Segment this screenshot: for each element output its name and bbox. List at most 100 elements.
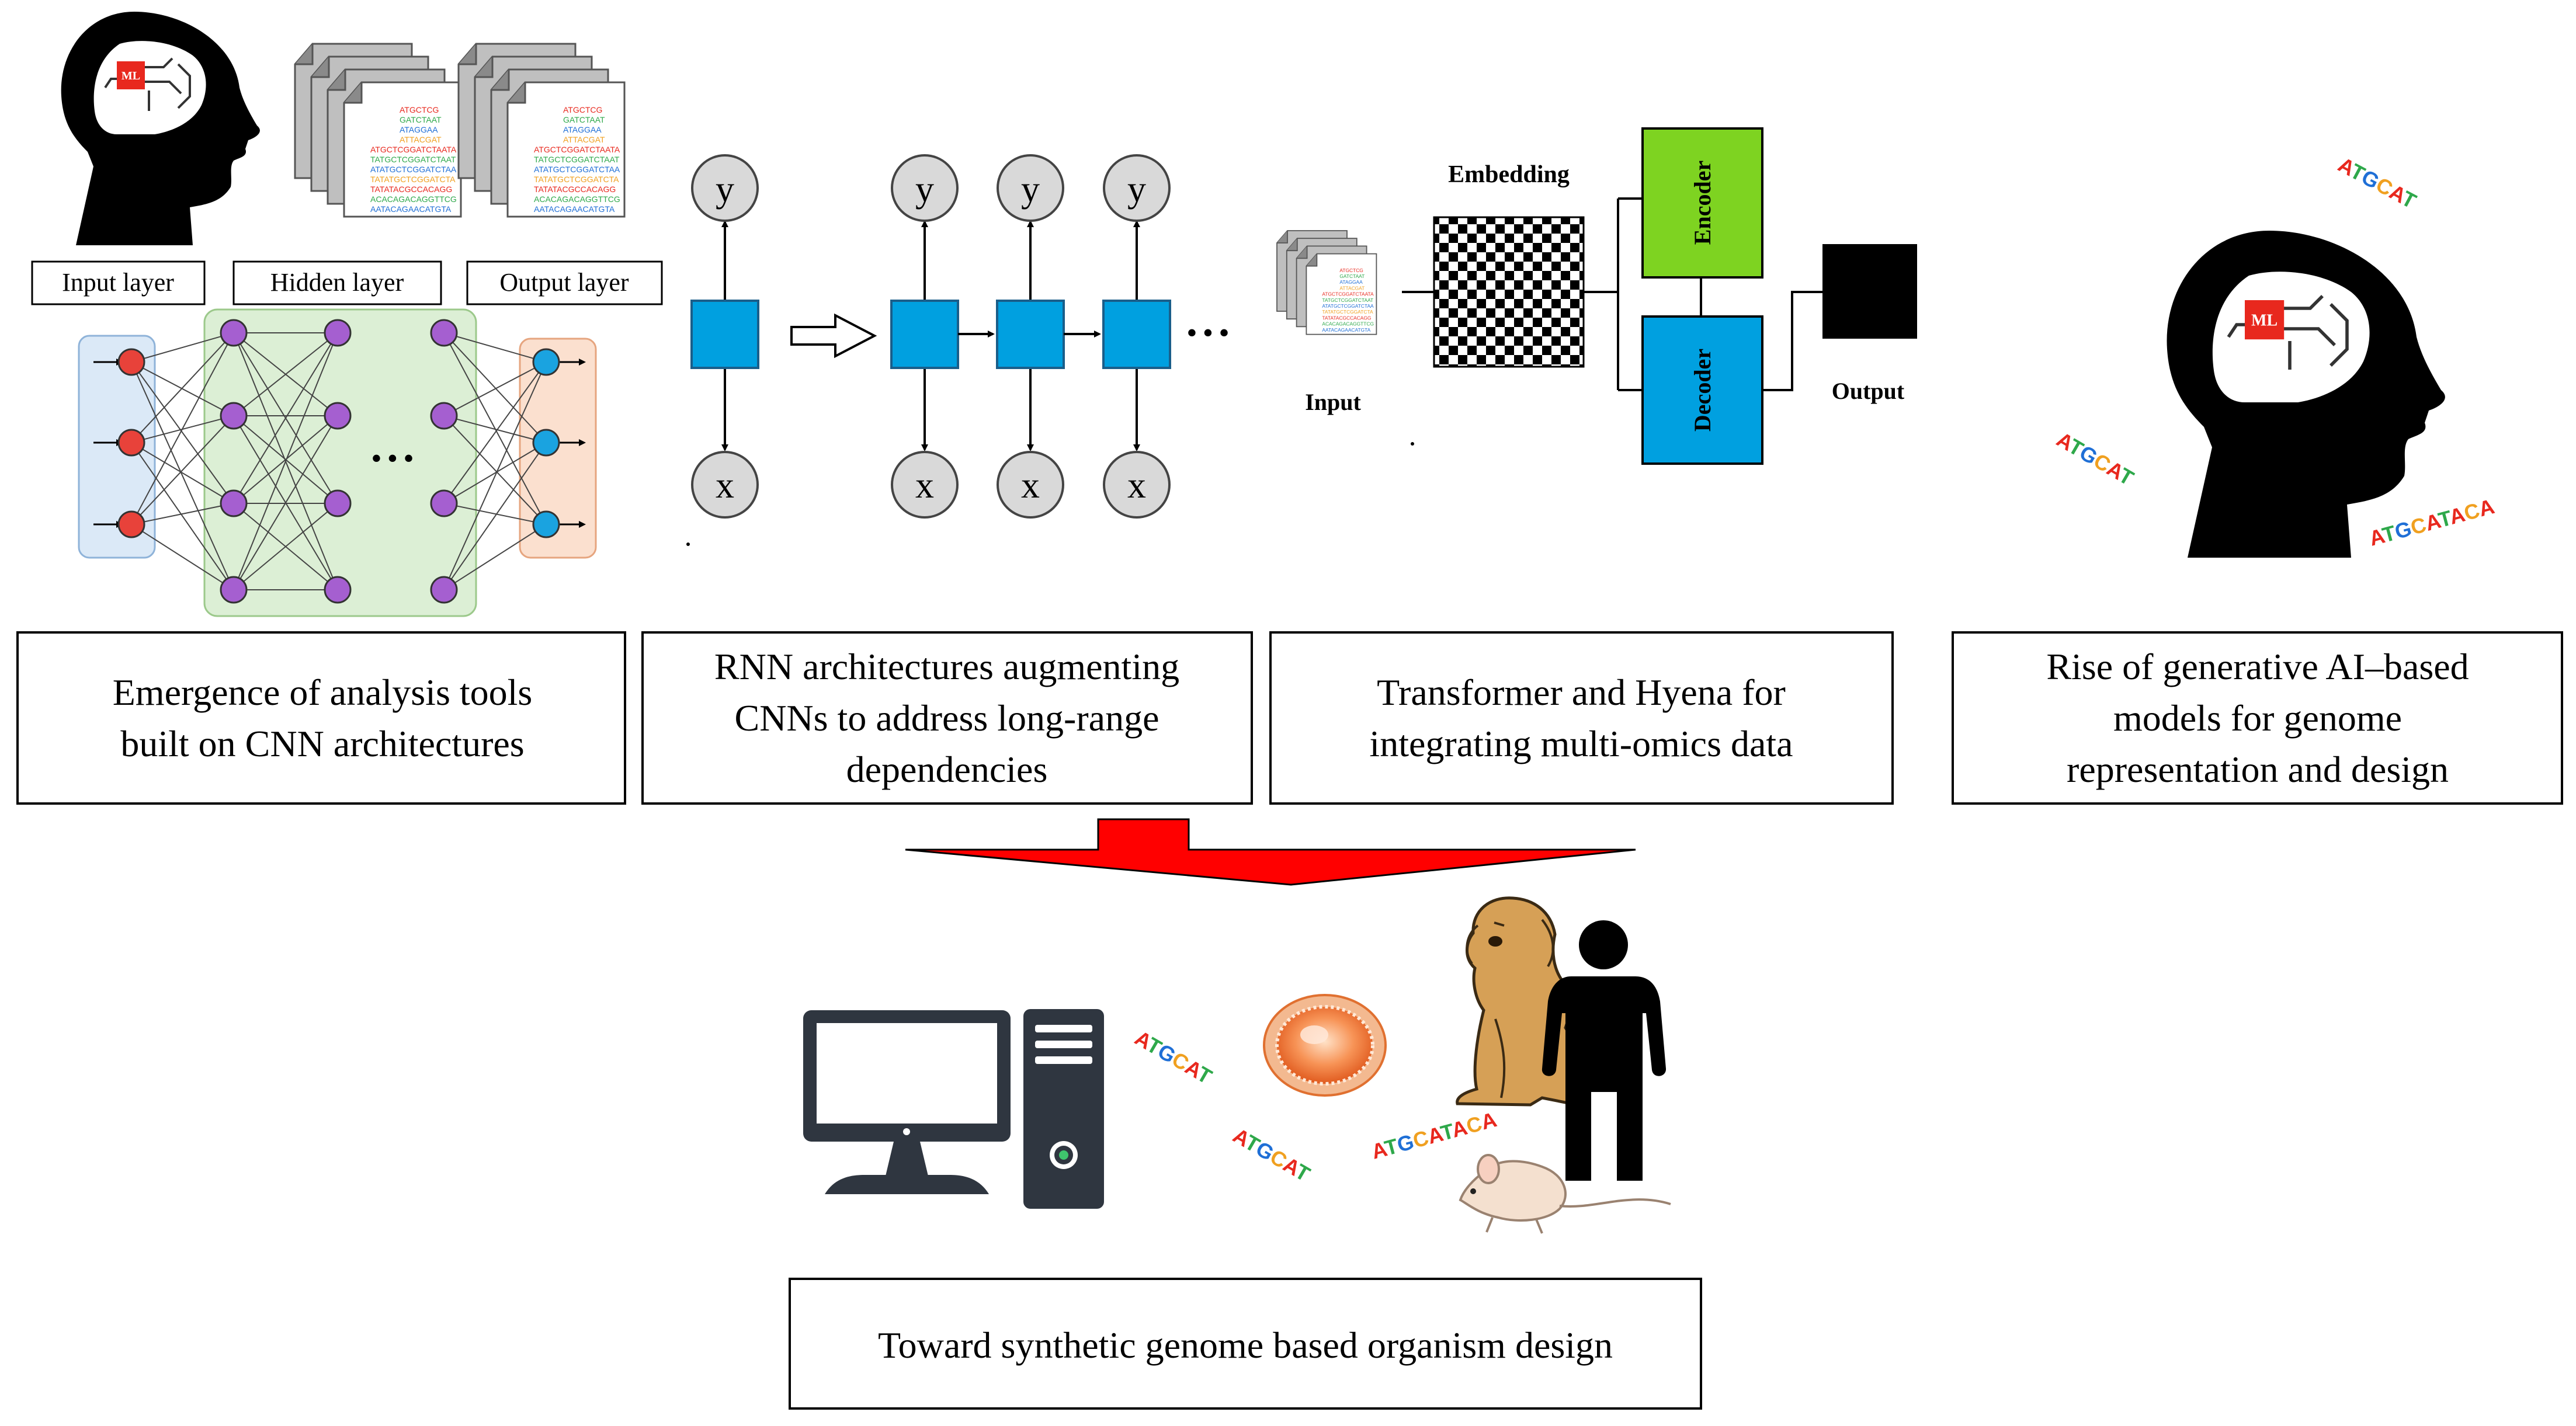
caption-transformer-line-1: Transformer and Hyena for	[1377, 672, 1786, 713]
caption-generative-line-3: representation and design	[2067, 749, 2449, 790]
caption-rnn-line-3: dependencies	[846, 749, 1048, 790]
rnn-input-node	[891, 451, 959, 519]
svg-text:ATGCAT: ATGCAT	[2334, 152, 2420, 213]
dna-sequence-label: ATGCAT	[1229, 1123, 1314, 1186]
sequence-line: ATTACGAT	[400, 135, 442, 144]
network-node	[220, 576, 248, 604]
network-node	[220, 489, 248, 517]
embedding-label: Embedding	[1448, 161, 1570, 188]
caption-cnn: Emergence of analysis tools built on CNN…	[16, 631, 626, 805]
caption-transformer-line-2: integrating multi-omics data	[1369, 723, 1793, 764]
caption-generative-line-1: Rise of generative AI–based	[2046, 646, 2469, 687]
sequence-line: ACACAGACAGGTTCG	[370, 194, 457, 204]
rnn-input-label: x	[1021, 464, 1040, 506]
rnn-output-label: y	[915, 168, 934, 210]
network-connections	[93, 332, 586, 590]
caption-bottom-text: Toward synthetic genome based organism d…	[878, 1324, 1613, 1366]
cell-icon	[1263, 994, 1387, 1097]
network-node	[430, 576, 458, 604]
rnn-cell	[996, 300, 1065, 369]
human-icon	[1542, 920, 1667, 1181]
hidden-layer-label-box	[232, 260, 442, 305]
caption-transformer: Transformer and Hyena for integrating mu…	[1269, 631, 1894, 805]
svg-text:ATGCATACA: ATGCATACA	[2366, 494, 2497, 551]
input-layer-panel	[78, 335, 156, 559]
rnn-output-node	[997, 154, 1064, 222]
sequence-line: ATGCTCG	[400, 105, 439, 114]
sequence-line: TATATACGCCACAGG	[370, 185, 452, 194]
network-node	[220, 402, 248, 430]
sequence-line: TATATACGCCACAGG	[1322, 315, 1371, 321]
rnn-cell	[1102, 300, 1171, 369]
dna-sequence-label: ATGCATACA	[2366, 494, 2497, 551]
rnn-input-node	[997, 451, 1064, 519]
sequence-line: GATCTAAT	[1339, 273, 1365, 279]
convergence-arrow	[905, 818, 1636, 886]
sequence-line: TATGCTCGGATCTAAT	[534, 155, 620, 164]
network-node	[117, 510, 145, 538]
caption-rnn-line-1: RNN architectures augmenting	[714, 646, 1179, 687]
sequence-line: ATAGGAA	[400, 125, 438, 134]
input-sequence-icon: ATGCTCGGATCTAATATAGGAAATTACGATATGCTCGGAT…	[1276, 230, 1377, 335]
caption-cnn-line-2: built on CNN architectures	[120, 723, 524, 764]
head-icon: ML	[61, 12, 260, 245]
caption-rnn: RNN architectures augmenting CNNs to add…	[641, 631, 1253, 805]
sequence-line: ATATGCTCGGATCTAA	[1322, 303, 1374, 309]
dna-sequence-label: ATGCAT	[1131, 1025, 1216, 1088]
svg-text:ATGCAT: ATGCAT	[1229, 1123, 1314, 1186]
rnn-input-label: x	[1127, 464, 1146, 506]
decoder-label: Decoder	[1689, 349, 1716, 432]
sequence-line: TATATGCTCGGATCTA	[1322, 309, 1373, 315]
ml-chip-icon	[117, 61, 145, 89]
sequence-line: TATATGCTCGGATCTA	[534, 175, 619, 184]
output-block	[1822, 244, 1917, 339]
network-node	[117, 429, 145, 457]
sequence-line: ATGCTCGGATCTAATA	[370, 145, 457, 154]
sequence-sheets-icon: ATGCTCGGATCTAATATAGGAAATTACGATATGCTCGGAT…	[457, 43, 626, 218]
sequence-line: ATTACGAT	[563, 135, 605, 144]
sequence-sheets-icon: ATGCTCGGATCTAATATAGGAAATTACGATATGCTCGGAT…	[294, 43, 462, 218]
rnn-output-node	[891, 154, 959, 222]
network-node	[532, 510, 560, 538]
ml-chip-label: ML	[121, 69, 140, 82]
transformer-panel: ATGCTCGGATCTAATATAGGAAATTACGATATGCTCGGAT…	[686, 127, 1917, 546]
decoder-block	[1641, 315, 1763, 465]
network-node	[220, 319, 248, 347]
computer-icon	[803, 1009, 1104, 1209]
sequence-line: ATTACGAT	[1339, 285, 1365, 291]
network-node	[324, 402, 352, 430]
sequence-line: AATACAGAACATGTA	[534, 204, 615, 214]
output-layer-label-box	[466, 260, 663, 305]
rnn-cell	[690, 300, 759, 369]
transformer-output-label: Output	[1832, 378, 1905, 404]
generative-panel: ML ATGCAT ATGCAT ATGCATACA	[2053, 152, 2497, 558]
ml-chip-label: ML	[2251, 311, 2278, 329]
sequence-line: ATGCTCGGATCTAATA	[1322, 291, 1374, 297]
rnn-input-label: x	[915, 464, 934, 506]
rnn-input-label: x	[716, 464, 734, 506]
encoder-label: Encoder	[1689, 161, 1716, 245]
rnn-input-node	[1103, 451, 1171, 519]
sequence-line: ATATGCTCGGATCTAA	[534, 165, 620, 174]
encoder-block	[1641, 127, 1763, 279]
sequence-line: TATGCTCGGATCTAAT	[1322, 297, 1373, 303]
rnn-output-node	[1103, 154, 1171, 222]
sequence-line: ATAGGAA	[563, 125, 602, 134]
sequence-line: GATCTAAT	[400, 115, 442, 124]
input-layer-label: Input layer	[62, 268, 174, 297]
network-node	[430, 402, 458, 430]
sequence-line: ATGCTCG	[1339, 267, 1363, 273]
rnn-output-label: y	[1127, 168, 1146, 210]
encoder-decoder-connectors	[1584, 197, 1822, 391]
rnn-output-label: y	[716, 168, 734, 210]
input-layer-label-box	[31, 260, 206, 305]
network-node	[324, 489, 352, 517]
dna-sequence-label: ATGCAT	[2053, 427, 2138, 490]
svg-text:ATGCAT: ATGCAT	[1131, 1025, 1216, 1088]
sequence-line: TATGCTCGGATCTAAT	[370, 155, 456, 164]
network-node	[532, 348, 560, 376]
sequence-line: TATATACGCCACAGG	[534, 185, 616, 194]
caption-bottom: Toward synthetic genome based organism d…	[789, 1278, 1702, 1410]
sequence-line: AATACAGAACATGTA	[370, 204, 452, 214]
